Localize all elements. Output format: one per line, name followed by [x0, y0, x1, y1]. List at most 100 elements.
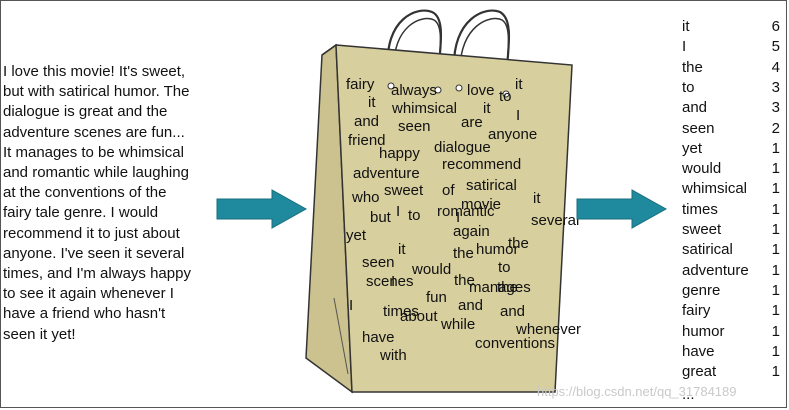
bag-word: whenever — [516, 321, 582, 338]
table-row: times 1 — [682, 201, 782, 221]
count-cell: 1 — [771, 302, 780, 320]
review-line: I love this movie! It's sweet, — [3, 63, 186, 80]
bag-word: seen — [398, 118, 431, 135]
word-cell: the — [682, 58, 703, 76]
table-row: humor 1 — [682, 323, 782, 343]
count-cell: 4 — [771, 58, 780, 76]
bag-word: friend — [348, 132, 386, 149]
bag-word: the — [497, 279, 518, 296]
bag-word: while — [441, 316, 476, 333]
word-cell: times — [682, 200, 718, 218]
count-cell: 2 — [771, 119, 780, 137]
bag-word: to — [499, 88, 512, 105]
bag-word: several — [531, 212, 580, 229]
bag-word: always — [391, 82, 437, 99]
bag-word: about — [400, 308, 438, 325]
bag-word: again — [453, 223, 490, 240]
review-line: have a friend who hasn't — [3, 305, 166, 323]
bag-word: would — [412, 261, 452, 278]
bag-word: satirical — [466, 177, 517, 194]
shopping-bag-icon — [305, 9, 573, 394]
bag-word: to — [498, 259, 511, 276]
count-cell: 6 — [771, 18, 780, 35]
bag-word: the — [453, 245, 474, 262]
word-cell: whimsical — [682, 180, 748, 198]
bag-word: sweet — [384, 182, 424, 199]
count-cell: 1 — [771, 139, 780, 157]
table-row: seen 2 — [682, 120, 782, 140]
bag-word: adventure — [353, 165, 420, 182]
bag-word: romantic — [437, 203, 495, 220]
count-cell: 3 — [771, 99, 780, 117]
count-cell: 1 — [771, 221, 780, 238]
word-cell: would — [682, 160, 722, 178]
bag-word: happy — [379, 145, 420, 162]
count-cell: 1 — [771, 200, 780, 218]
table-row: the 4 — [682, 59, 782, 79]
table-row: and 3 — [682, 99, 782, 119]
bag-word: fun — [426, 289, 447, 306]
bag-word: movie — [461, 196, 502, 213]
count-cell: 1 — [771, 281, 780, 299]
bag-word: and — [500, 303, 526, 320]
count-cell: 1 — [771, 363, 780, 381]
bag-word: but — [370, 209, 391, 226]
word-cell: satirical — [682, 241, 733, 259]
bag-word: I — [396, 203, 401, 220]
bag-word: scenes — [366, 273, 414, 290]
count-cell: 5 — [771, 38, 780, 56]
review-line: adventure scenes are fun... — [3, 123, 185, 141]
bag-word: I — [349, 297, 354, 314]
word-cell: yet — [682, 139, 703, 157]
bag-word: I — [456, 209, 461, 226]
word-cell: great — [682, 363, 717, 381]
bag-word: are — [461, 114, 483, 131]
review-line: seen it yet! — [3, 325, 76, 343]
bag-word: of — [442, 182, 455, 199]
table-row: whimsical 1 — [682, 180, 782, 200]
count-cell: 1 — [771, 261, 780, 279]
count-cell: 1 — [771, 160, 780, 178]
table-row: genre 1 — [682, 282, 782, 302]
bag-word: times — [383, 303, 419, 320]
word-cell: seen — [682, 119, 715, 137]
count-cell: 1 — [771, 241, 780, 259]
bag-word: it — [533, 190, 541, 207]
table-row: adventure 1 — [682, 262, 782, 282]
bag-word: manages — [469, 279, 531, 296]
word-cell: it — [682, 18, 690, 35]
bag-word: with — [380, 347, 407, 364]
bag-word: seen — [362, 254, 395, 271]
count-cell: 1 — [771, 322, 780, 340]
table-row: great 1 — [682, 363, 782, 383]
word-cell: adventure — [682, 261, 749, 279]
count-cell: 3 — [771, 78, 780, 96]
watermark: https://blog.csdn.net/qq_31784189 — [537, 384, 737, 399]
count-cell: 1 — [771, 180, 780, 198]
word-cell: and — [682, 99, 708, 117]
bag-word: recommend — [442, 156, 522, 173]
bag-word: and — [458, 297, 484, 314]
word-cell: to — [682, 78, 695, 96]
bag-word: have — [362, 329, 395, 346]
table-row: would 1 — [682, 160, 782, 180]
bag-word: whimsical — [392, 100, 458, 117]
table-row: it 6 — [682, 18, 782, 38]
bag-word: and — [354, 113, 380, 130]
word-cell: fairy — [682, 302, 711, 320]
table-row: fairy 1 — [682, 302, 782, 322]
word-cell: I — [682, 38, 687, 56]
bag-word: it — [515, 76, 523, 93]
bag-word: humor — [476, 241, 519, 258]
review-line: It manages to be whimsical — [3, 143, 184, 161]
word-cell: genre — [682, 281, 721, 299]
bag-word: it — [483, 100, 491, 117]
review-line: recommend it to just about — [3, 224, 180, 242]
word-cell: humor — [682, 322, 725, 340]
bag-word: it — [368, 94, 376, 111]
bag-word: who — [352, 189, 380, 206]
